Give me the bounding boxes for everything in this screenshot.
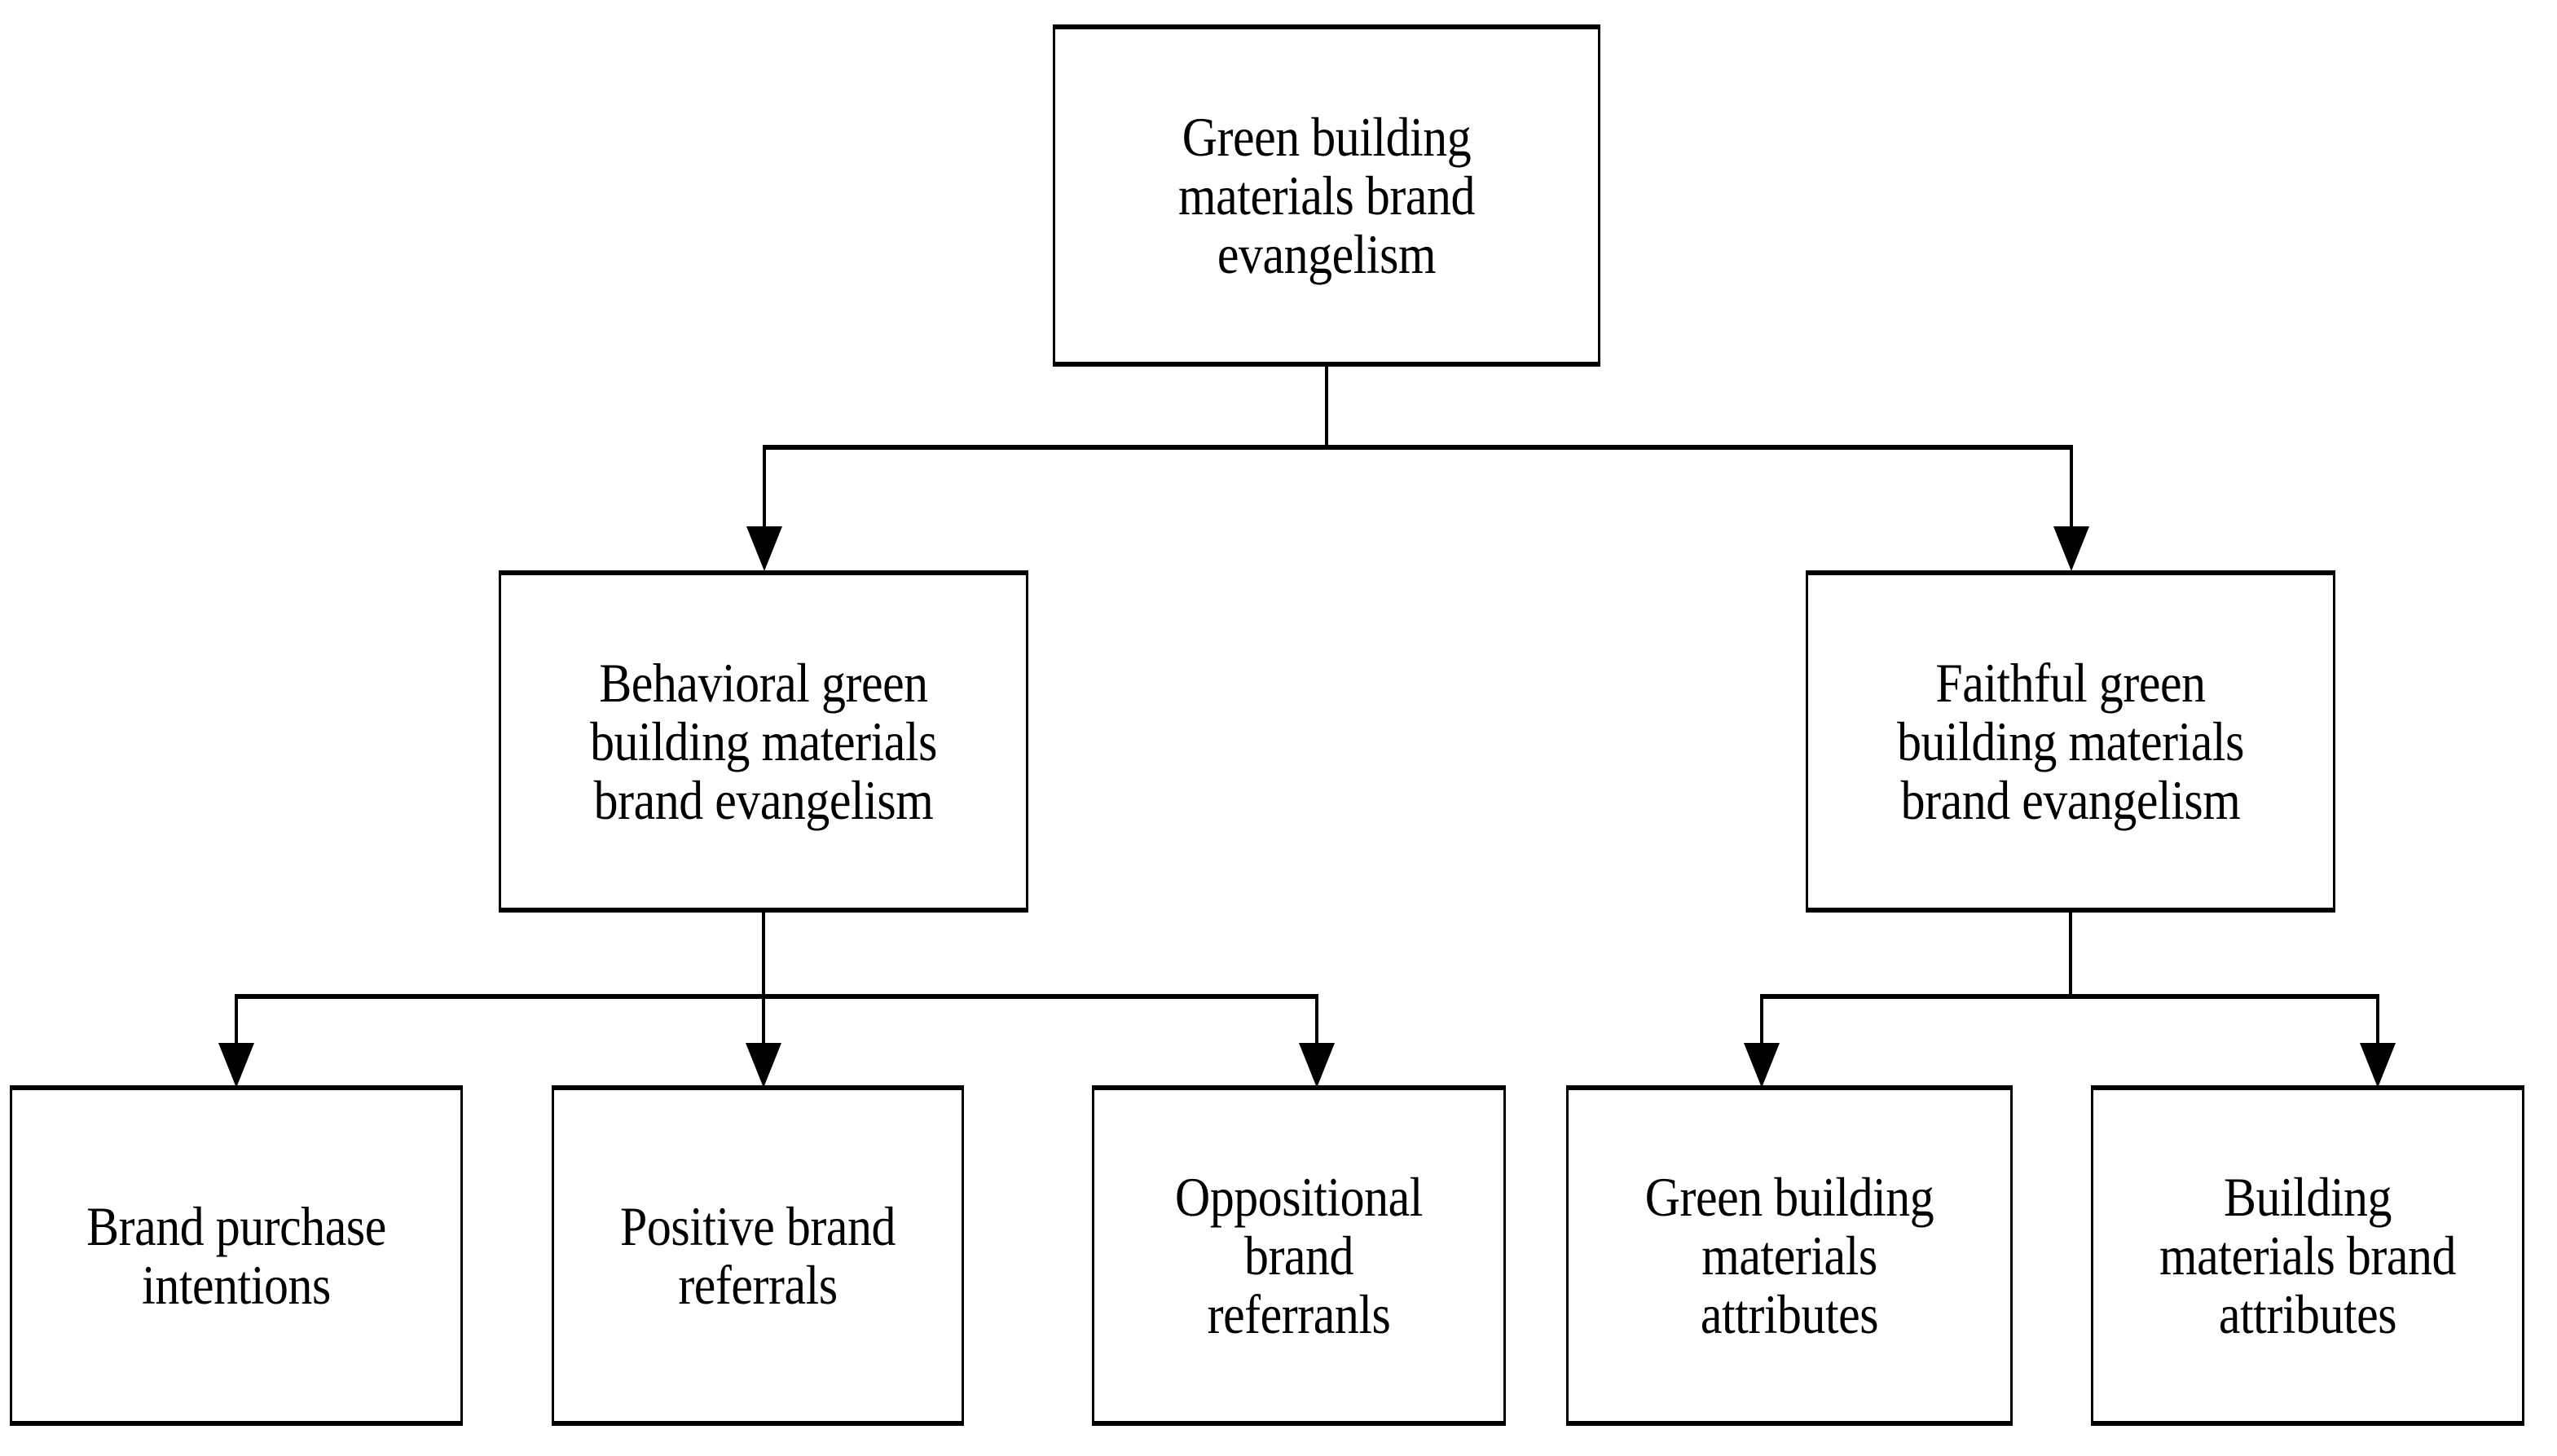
connector-root-to-behavioral: [763, 445, 766, 526]
connector-root-stem: [1325, 367, 1328, 448]
connector-faithful-to-building-materials-brand-attributes: [2376, 994, 2379, 1043]
connector-behavioral-to-oppositional-brand-referranls: [1315, 994, 1318, 1043]
connector-behavioral-bus: [235, 994, 1318, 999]
node-label: Faithful green building materials brand …: [1897, 651, 2244, 832]
node-label: Building materials brand attributes: [2159, 1165, 2456, 1346]
connector-behavioral-to-positive-brand-referrals: [762, 994, 765, 1043]
arrowhead-to-positive-brand-referrals: [746, 1043, 781, 1088]
node-positive-brand-referrals[interactable]: Positive brand referrals: [552, 1085, 964, 1426]
node-label: Brand purchase intentions: [86, 1194, 386, 1316]
connector-faithful-stem: [2069, 913, 2072, 997]
node-label: Green building materials brand evangelis…: [1178, 105, 1475, 286]
node-green-building-materials-attributes[interactable]: Green building materials attributes: [1566, 1085, 2013, 1426]
arrowhead-to-oppositional-brand-referranls: [1299, 1043, 1335, 1088]
node-label: Behavioral green building materials bran…: [590, 651, 937, 832]
node-label: Positive brand referrals: [620, 1194, 896, 1316]
arrowhead-to-building-materials-brand-attributes: [2360, 1043, 2396, 1088]
arrowhead-to-green-building-materials-attributes: [1744, 1043, 1780, 1088]
connector-behavioral-stem: [762, 913, 765, 997]
node-green-building-materials-brand-evangelism[interactable]: Green building materials brand evangelis…: [1053, 24, 1600, 367]
connector-faithful-bus: [1760, 994, 2379, 999]
arrowhead-root-to-behavioral: [746, 526, 782, 571]
connector-faithful-to-green-building-materials-attributes: [1760, 994, 1763, 1043]
connector-behavioral-to-brand-purchase-intentions: [235, 994, 238, 1043]
arrowhead-to-brand-purchase-intentions: [218, 1043, 254, 1088]
connector-root-to-faithful: [2070, 445, 2073, 526]
node-label: Green building materials attributes: [1644, 1165, 1934, 1346]
arrowhead-root-to-faithful: [2053, 526, 2089, 571]
node-behavioral-green-building-materials-brand-evangelism[interactable]: Behavioral green building materials bran…: [499, 570, 1028, 913]
node-building-materials-brand-attributes[interactable]: Building materials brand attributes: [2091, 1085, 2524, 1426]
node-label: Oppositional brand referranls: [1175, 1165, 1423, 1346]
node-faithful-green-building-materials-brand-evangelism[interactable]: Faithful green building materials brand …: [1806, 570, 2335, 913]
connector-root-bus: [763, 445, 2073, 450]
node-brand-purchase-intentions[interactable]: Brand purchase intentions: [10, 1085, 463, 1426]
node-oppositional-brand-referranls[interactable]: Oppositional brand referranls: [1092, 1085, 1506, 1426]
